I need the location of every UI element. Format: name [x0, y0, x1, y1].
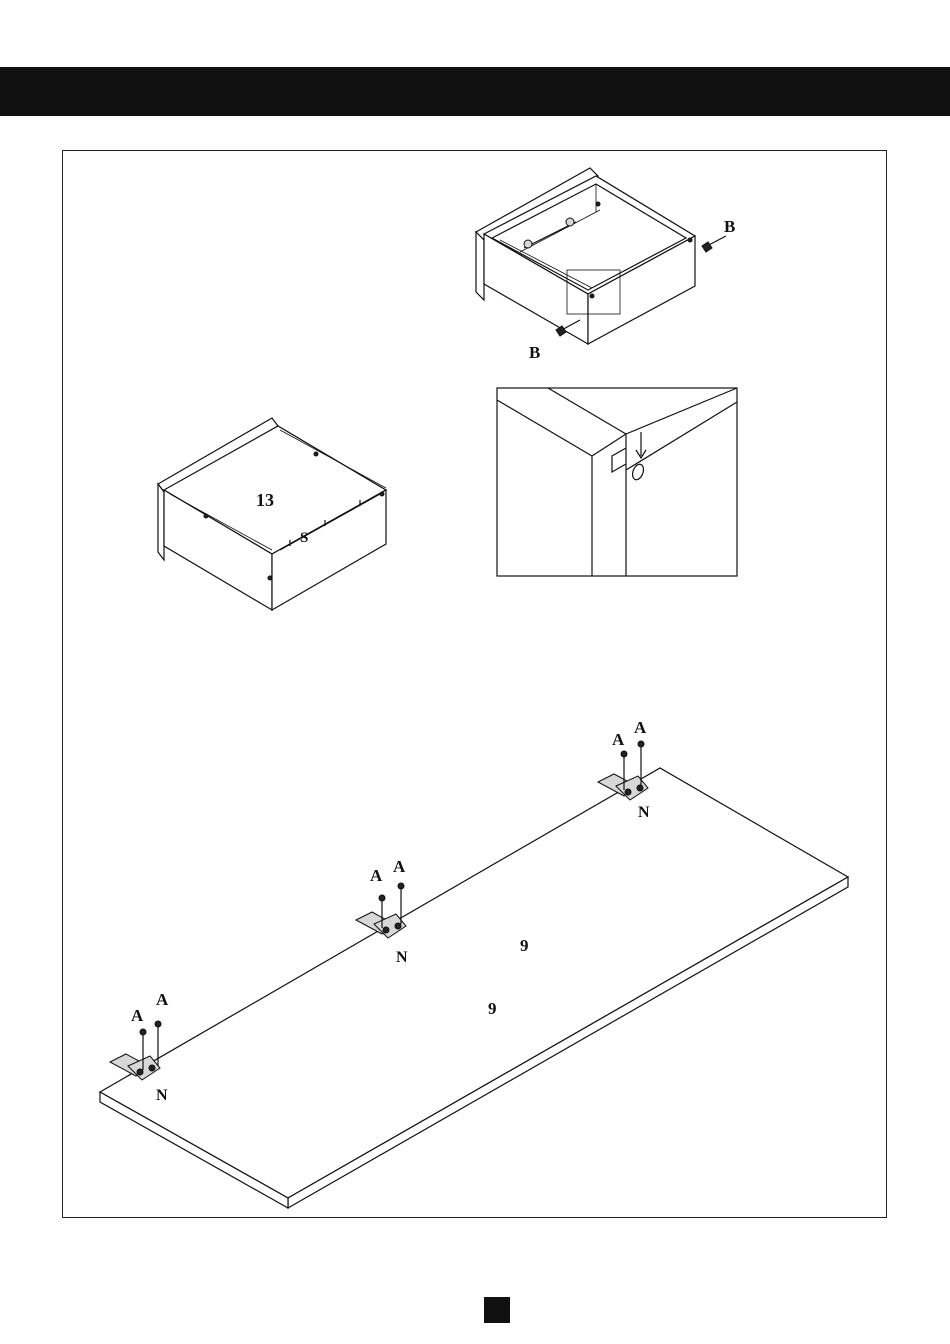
hinge-n-label-1: N — [156, 1087, 168, 1104]
screw-a-label-3b: A — [634, 718, 647, 737]
drawer-front-diagram — [476, 168, 726, 344]
panel-9-label-lower: 9 — [488, 999, 497, 1018]
hinge-n-label-3: N — [638, 804, 650, 821]
hinge-left — [110, 1021, 161, 1080]
panel-9-label-upper: 9 — [520, 936, 529, 955]
screw-a-label-2b: A — [393, 857, 406, 876]
hinge-middle — [356, 883, 406, 938]
panel-13-label: 13 — [256, 490, 274, 510]
screw-a-label-1a: A — [131, 1006, 144, 1025]
hinge-right — [598, 741, 648, 800]
hinge-n-label-2: N — [396, 949, 408, 966]
screw-a-label-2a: A — [370, 866, 383, 885]
screw-a-label-3a: A — [612, 730, 625, 749]
screw-a-label-1b: A — [156, 990, 169, 1009]
screw-b-label-bottom: B — [529, 343, 540, 362]
detail-zoom-diagram — [497, 388, 737, 576]
drawer-box-diagram — [158, 418, 386, 610]
screw-b-label-top: B — [724, 217, 735, 236]
screw-s-label: S — [300, 530, 308, 546]
board-9-diagram — [100, 768, 848, 1208]
